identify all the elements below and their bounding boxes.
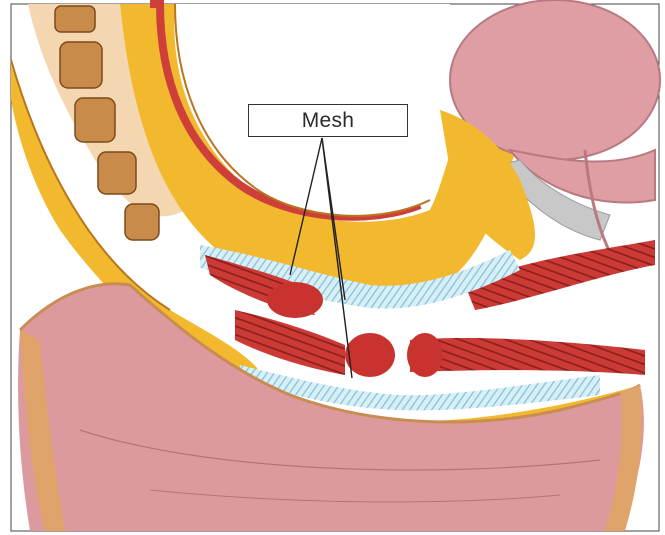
vertebra-1 (55, 6, 95, 32)
mesh-label-box: Mesh (248, 104, 408, 137)
muscle-node-right (407, 333, 443, 377)
mesh-label: Mesh (302, 109, 355, 133)
vertebra-4 (98, 152, 136, 194)
vertebra-2 (60, 42, 102, 88)
muscle-node-lower (345, 333, 395, 377)
vertebra-3 (75, 98, 115, 142)
vertebra-5 (125, 204, 159, 240)
muscle-node-upper (267, 282, 323, 318)
